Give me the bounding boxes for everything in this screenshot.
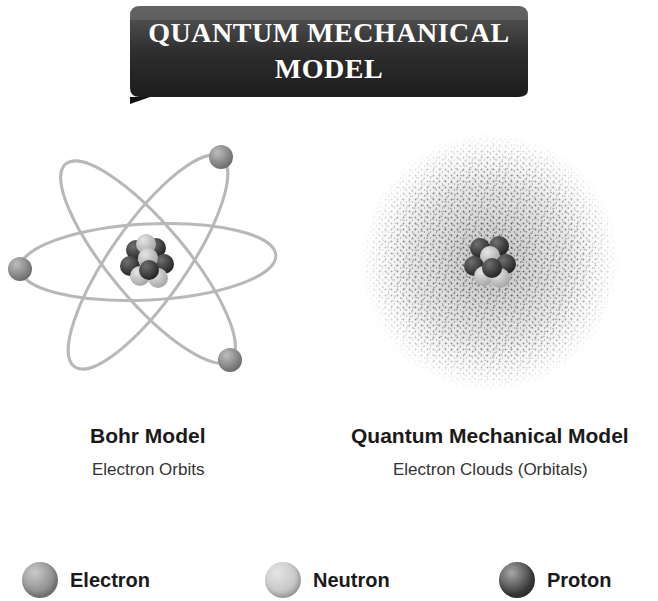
model-subtitle: Electron Clouds (Orbitals) <box>393 459 588 481</box>
legend-swatch <box>499 562 535 598</box>
legend-swatch <box>265 562 301 598</box>
model-name: Bohr Model <box>90 423 206 449</box>
model-subtitle: Electron Orbits <box>92 459 204 481</box>
legend-text: Neutron <box>313 568 390 592</box>
legend-text: Electron <box>70 568 150 592</box>
banner-title: QUANTUM MECHANICAL MODEL <box>139 15 519 87</box>
legend-text: Proton <box>547 568 611 592</box>
model-name: Quantum Mechanical Model <box>351 423 629 449</box>
legend-swatch <box>22 562 58 598</box>
